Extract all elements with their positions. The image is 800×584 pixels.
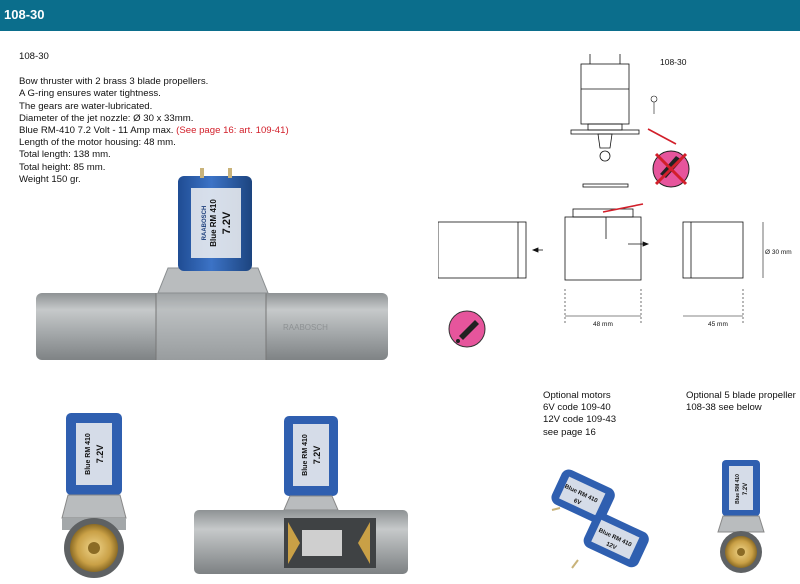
note-line: 12V code 109-43 [543,414,617,426]
five-blade-propeller-photo: Blue RM 410 7.2V [717,460,765,573]
drawing-left-nozzle [438,221,527,279]
header-bar: 108-30 [0,0,800,31]
drawing-motor [580,63,630,125]
note-line: Optional motors [543,390,611,401]
spec-line: The gears are water-lubricated. [19,100,153,112]
drawing-housing [564,216,642,281]
thruster-propeller-photo: Blue RM 410 7.2V [61,413,127,578]
technical-drawing: 108-30 Ø 30 mm 48 mm 45 mm [438,54,792,328]
spec-line: Weight 150 gr. [19,173,81,185]
tube-sleeve [156,293,266,360]
main-thruster-photo: RAABOSCH RAABOSCH Blue RM 410 7.2V [36,168,388,360]
drawing-label: 108-30 [660,57,687,67]
drawing-right-nozzle [682,221,744,279]
motor-spec: Blue RM-410 7.2 Volt - 11 Amp max. [19,125,174,137]
note-line[interactable]: 108-38 see below [686,402,762,414]
note-line: 6V code 109-40 [543,402,611,414]
motor-voltage: 7.2V [312,446,322,465]
spec-line-motor: Blue RM-410 7.2 Volt - 11 Amp max. (See … [19,125,289,137]
motor-mount [157,267,269,294]
note-line: Optional 5 blade propeller [686,390,796,401]
header-title: 108-30 [4,7,45,22]
motor-model: Blue RM 410 [735,474,741,504]
motor-brand: RAABOSCH [202,206,208,241]
spec-line: Diameter of the jet nozzle: Ø 30 x 33mm. [19,112,194,124]
product-description: 108-30 Bow thruster with 2 brass 3 blade… [19,51,289,186]
spec-line: Length of the motor housing: 48 mm. [19,137,176,149]
motor-voltage: 7.2V [95,445,105,464]
optional-motors-note: Optional motors 6V code 109-40 12V code … [543,390,616,439]
motor-model: Blue RM 410 [302,434,309,476]
motor-voltage: 7.2V [221,211,233,234]
oil-drop-icon [448,310,486,348]
tube-imprint: RAABOSCH [283,323,328,332]
dim-nozzle: 45 mm [708,321,728,328]
motor-model: Blue RM 410 [209,199,218,247]
spec-line: Total height: 85 mm. [19,161,106,173]
optional-propeller-note: Optional 5 blade propeller 108-38 see be… [686,390,796,414]
motor-model: Blue RM 410 [85,433,92,475]
product-code: 108-30 [19,51,49,62]
note-line[interactable]: see page 16 [543,426,596,438]
motor-page-reference[interactable]: (See page 16: art. 109-41) [176,125,289,137]
spec-line: A G-ring ensures water tightness. [19,88,161,100]
optional-motors-photo: Blue RM 410 6V Blue RM 410 12V [551,469,649,569]
motor-voltage: 7.2V [743,483,749,495]
motor-label [191,188,241,258]
open-tube-photo: Blue RM 410 7.2V [194,416,408,574]
dim-diameter: Ø 30 mm [765,249,792,256]
oil-forbidden-icon [652,150,690,188]
spec-line: Total length: 138 mm. [19,149,111,161]
spec-line: Bow thruster with 2 brass 3 blade propel… [19,76,209,88]
small-motor-voltage: 12V [605,541,617,551]
dim-housing: 48 mm [593,321,613,328]
small-motor-voltage: 6V [572,498,581,507]
